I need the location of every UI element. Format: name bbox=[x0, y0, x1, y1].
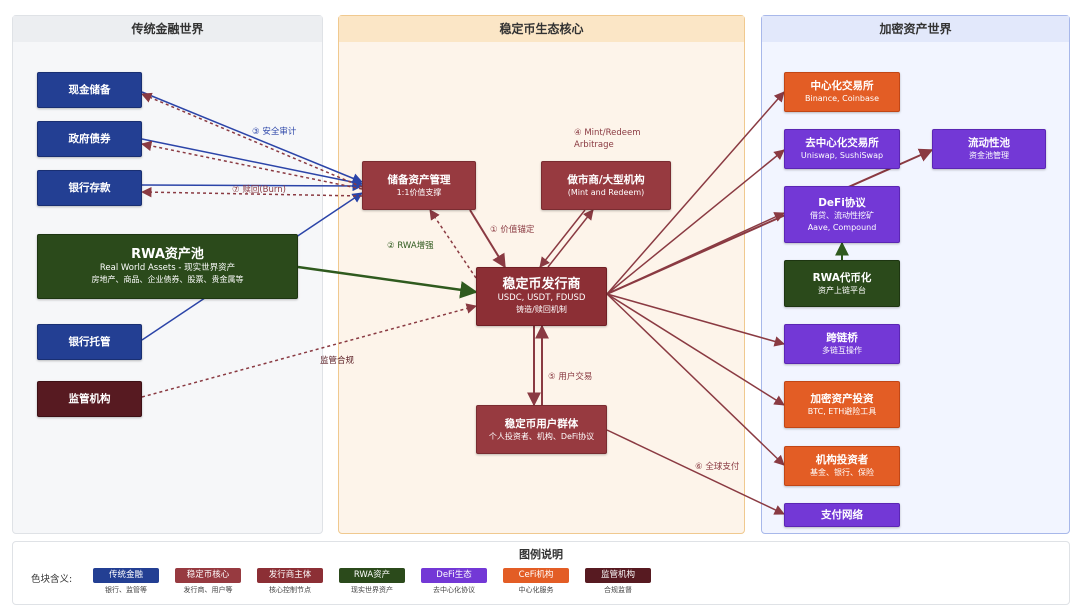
stablecoin-issuer-node: 稳定币发行商 USDC, USDT, FDUSD 铸造/赎回机制 bbox=[476, 267, 607, 326]
legend-panel: 图例说明 色块含义: 传统金融 银行、监管等 稳定币核心 发行商、用户等 发行商… bbox=[12, 541, 1070, 605]
legend-item-cefi: CeFi机构 中心化服务 bbox=[503, 568, 569, 595]
crypto-asset-title: 加密资产世界 bbox=[762, 16, 1069, 42]
legend-title: 图例说明 bbox=[519, 548, 563, 561]
label-compliance: 监管合规 bbox=[320, 356, 355, 366]
label-global-payment: ⑥ 全球支付 bbox=[695, 462, 740, 472]
legend-item-regulator: 监管机构 合规监督 bbox=[585, 568, 651, 595]
label-value-peg: ① 价值锚定 bbox=[490, 225, 535, 235]
bank-deposits-node: 银行存款 bbox=[37, 170, 142, 206]
label-rwa-boost: ② RWA增强 bbox=[387, 241, 434, 251]
label-arbitrage: Arbitrage bbox=[574, 140, 614, 150]
payment-network-node: 支付网络 bbox=[784, 503, 900, 527]
cross-chain-bridge-node: 跨链桥 多链互操作 bbox=[784, 324, 900, 364]
regulator-node: 监管机构 bbox=[37, 381, 142, 417]
legend-item-rwa: RWA资产 现实世界资产 bbox=[339, 568, 405, 595]
rwa-tokenization-node: RWA代币化 资产上链平台 bbox=[784, 260, 900, 307]
centralized-exchange-node: 中心化交易所 Binance, Coinbase bbox=[784, 72, 900, 112]
label-mint-redeem: ④ Mint/Redeem bbox=[574, 128, 641, 138]
label-redeem-burn: ⑦ 赎回(Burn) bbox=[232, 185, 286, 195]
cash-reserve-node: 现金储备 bbox=[37, 72, 142, 108]
legend-item-core: 稳定币核心 发行商、用户等 bbox=[175, 568, 241, 595]
bank-custody-node: 银行托管 bbox=[37, 324, 142, 360]
label-user-trade: ⑤ 用户交易 bbox=[548, 372, 593, 382]
legend-item-issuer: 发行商主体 核心控制节点 bbox=[257, 568, 323, 595]
legend-item-traditional: 传统金融 银行、监管等 bbox=[93, 568, 159, 595]
crypto-investment-node: 加密资产投资 BTC, ETH避险工具 bbox=[784, 381, 900, 428]
decentralized-exchange-node: 去中心化交易所 Uniswap, SushiSwap bbox=[784, 129, 900, 169]
defi-protocol-node: DeFi协议 借贷、流动性挖矿 Aave, Compound bbox=[784, 186, 900, 243]
label-security-audit: ③ 安全审计 bbox=[252, 127, 297, 137]
stablecoin-users-node: 稳定币用户群体 个人投资者、机构、DeFi协议 bbox=[476, 405, 607, 454]
legend-item-defi: DeFi生态 去中心化协议 bbox=[421, 568, 487, 595]
rwa-asset-pool-node: RWA资产池 Real World Assets - 现实世界资产 房地产、商品… bbox=[37, 234, 298, 299]
reserve-management-node: 储备资产管理 1:1价值支撑 bbox=[362, 161, 476, 210]
market-maker-node: 做市商/大型机构 (Mint and Redeem) bbox=[541, 161, 671, 210]
traditional-finance-title: 传统金融世界 bbox=[13, 16, 322, 42]
liquidity-pool-node: 流动性池 资金池管理 bbox=[932, 129, 1046, 169]
legend-prefix: 色块含义: bbox=[31, 574, 73, 585]
stablecoin-core-title: 稳定币生态核心 bbox=[339, 16, 744, 42]
institutional-investor-node: 机构投资者 基金、银行、保险 bbox=[784, 446, 900, 486]
government-bonds-node: 政府债券 bbox=[37, 121, 142, 157]
